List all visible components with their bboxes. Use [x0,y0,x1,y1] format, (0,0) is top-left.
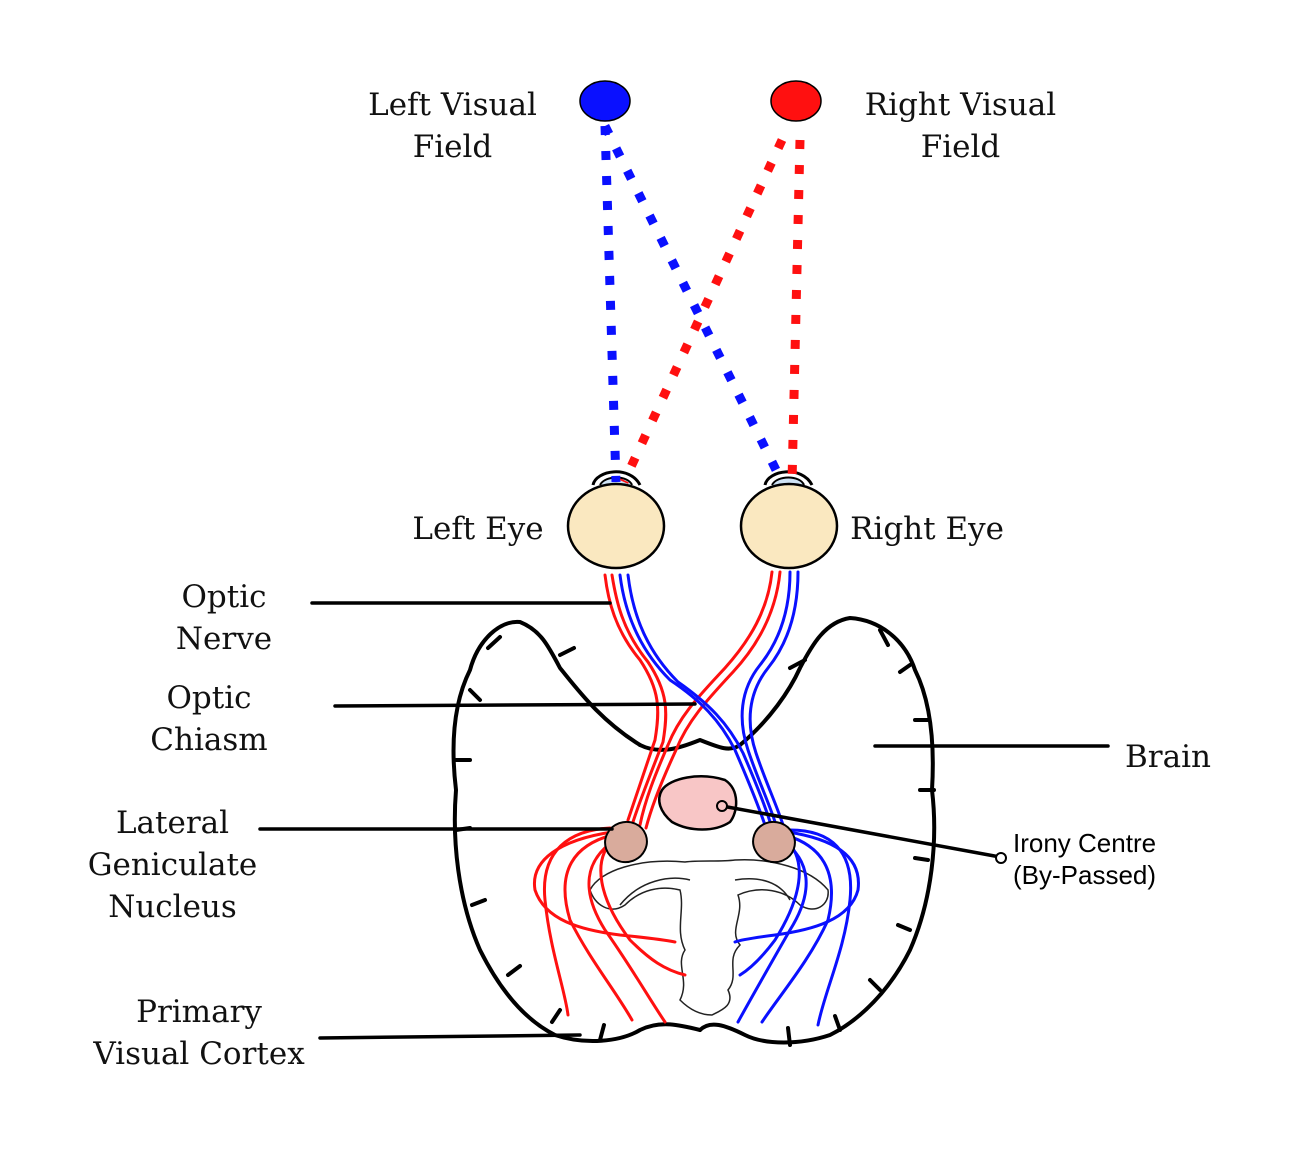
label-brain: Brain [1118,736,1218,778]
label-left-visual-field-line1: Left Visual [368,87,537,123]
label-lgn-line3: Nucleus [108,889,237,925]
label-pvc-line1: Primary [136,994,262,1030]
right-eye [739,470,839,570]
leader-lines [258,601,1110,1040]
label-optic-chiasm-line2: Chiasm [150,722,268,758]
primary-visual-cortex-leader [318,1033,582,1040]
left-visual-field-marker [579,80,631,122]
brain-outline [451,616,937,1047]
left-eye [566,470,666,570]
label-irony-line1: Irony Centre [1013,828,1157,858]
irony-leader-dot-end [995,852,1007,864]
red-pathway [532,570,782,1024]
left-field-to-right-eye [600,123,787,485]
lgn-left [604,820,648,864]
label-right-visual-field-line1: Right Visual [864,87,1057,123]
brain-inner-outline [589,859,829,1016]
visual-field-rays [600,123,805,485]
label-irony-line2: (By-Passed) [1013,860,1157,890]
lgn-right [752,820,796,864]
label-lgn-line2: Geniculate [87,847,258,883]
label-lgn-line1: Lateral [115,805,230,841]
label-optic-chiasm-line1: Optic [166,680,252,716]
label-lateral-geniculate-nucleus: Lateral Geniculate Nucleus [80,802,265,928]
label-right-visual-field: Right Visual Field [858,84,1063,168]
irony-centre-leader [720,804,1002,859]
label-left-eye-text: Left Eye [412,511,544,547]
label-primary-visual-cortex: Primary Visual Cortex [88,991,310,1075]
irony-centre [658,775,738,831]
label-optic-nerve-line1: Optic [181,579,267,615]
label-right-eye: Right Eye [848,508,1006,550]
label-left-eye: Left Eye [408,508,548,550]
irony-leader-dot-start [716,800,728,812]
label-optic-chiasm: Optic Chiasm [140,677,278,761]
label-optic-nerve-line2: Nerve [175,621,273,657]
blue-pathway [618,570,860,1027]
label-right-eye-text: Right Eye [850,511,1004,547]
label-left-visual-field: Left Visual Field [360,84,545,168]
right-visual-field-marker [770,80,822,122]
right-field-to-left-eye [619,138,787,484]
label-brain-text: Brain [1125,739,1211,775]
label-irony-centre: Irony Centre (By-Passed) [1013,827,1213,891]
right-field-to-right-eye [787,139,805,483]
left-field-to-left-eye [600,125,621,483]
label-optic-nerve: Optic Nerve [165,576,283,660]
label-pvc-line2: Visual Cortex [93,1036,305,1072]
label-left-visual-field-line2: Field [412,129,493,165]
optic-chiasm-leader [333,702,697,708]
label-right-visual-field-line2: Field [920,129,1001,165]
